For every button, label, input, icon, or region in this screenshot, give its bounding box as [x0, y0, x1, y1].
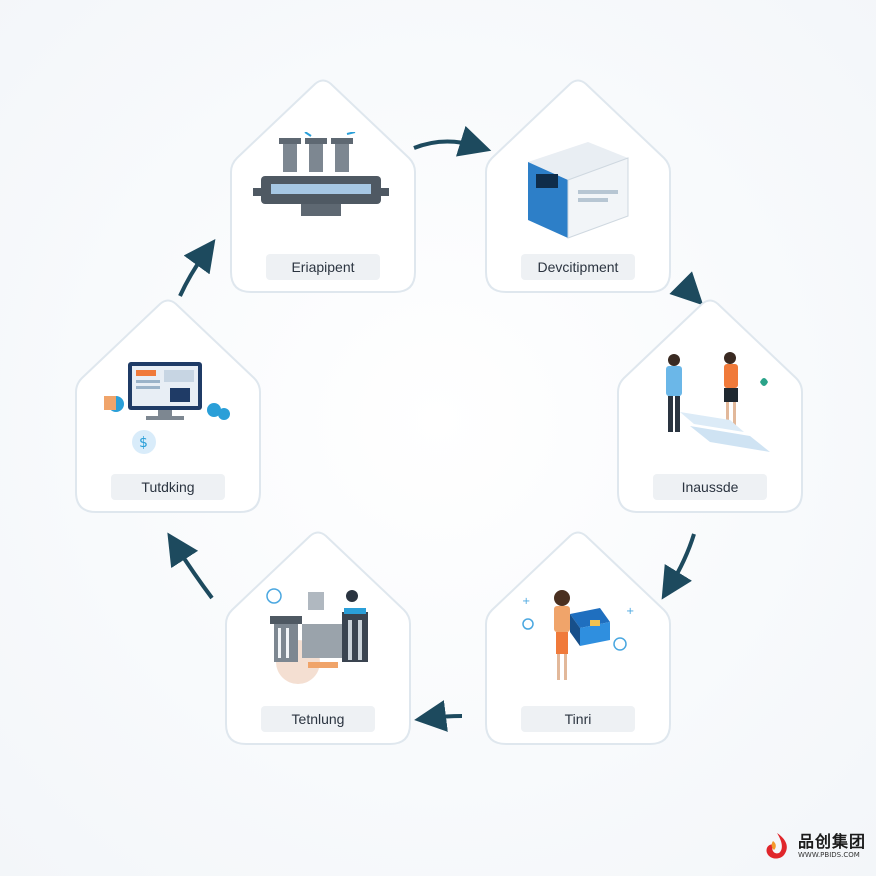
machinery-icon — [253, 132, 389, 216]
logo-url: WWW.PBIDS.COM — [797, 850, 860, 859]
logo-text: 品创集团 WWW.PBIDS.COM — [797, 831, 866, 859]
svg-text:+: + — [626, 606, 634, 617]
logo-name: 品创集团 — [797, 831, 866, 851]
svg-text:$: $ — [139, 435, 148, 451]
house-shape — [617, 299, 803, 513]
flame-logo-icon — [766, 833, 787, 859]
stage-label: Inaussde — [653, 474, 767, 500]
stage-card-4: + + Tinri — [466, 528, 690, 748]
stage-card-6: $ Tutdking — [56, 296, 280, 516]
stage-label: Eriapipent — [266, 254, 380, 280]
stage-label: Tinri — [521, 706, 635, 732]
people-discussion-icon — [666, 352, 770, 452]
stage-card-1: Eriapipent — [211, 76, 435, 296]
stage-label: Tutdking — [111, 474, 225, 500]
woman-with-boxes-icon: + + — [522, 590, 634, 680]
factory-icon — [266, 588, 368, 684]
stage-card-3: Inaussde — [598, 296, 822, 516]
svg-text:+: + — [522, 596, 530, 607]
stage-card-2: Devcitipment — [466, 76, 690, 296]
server-box-icon — [528, 142, 629, 239]
stage-label: Devcitipment — [521, 254, 635, 280]
arrow-stage4-to-stage5 — [414, 700, 463, 732]
stage-label: Tetnlung — [261, 706, 375, 732]
arrow-stage6-to-stage1 — [178, 239, 216, 297]
computer-finance-icon: $ — [104, 362, 230, 454]
brand-logo: 品创集团 WWW.PBIDS.COM — [762, 826, 866, 866]
stage-card-5: Tetnlung — [206, 528, 430, 748]
